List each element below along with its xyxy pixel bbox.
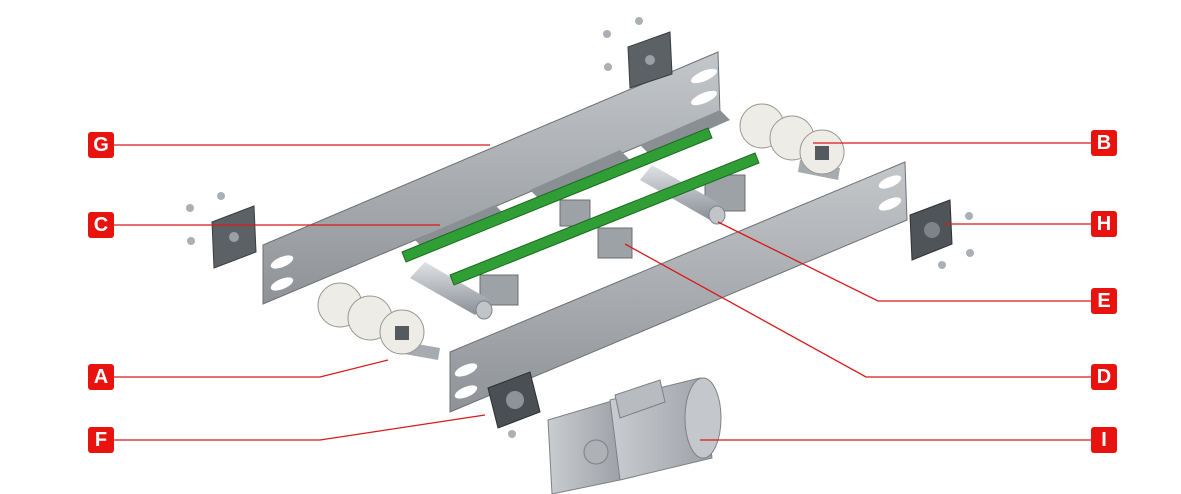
bearing-plate-top [603, 17, 673, 89]
callout-label-e: E [1091, 288, 1117, 314]
leader-line-a [114, 359, 389, 378]
callout-label-i: I [1091, 427, 1117, 453]
bearing-plate-left [186, 192, 257, 269]
leader-line-d [624, 243, 1091, 378]
side-frame-rear [262, 51, 721, 305]
callout-label-b: B [1091, 130, 1117, 156]
callout-label-g: G [88, 132, 114, 158]
sprocket-assembly-left [317, 282, 440, 360]
callout-label-h: H [1091, 211, 1117, 237]
callout-label-f: F [88, 427, 114, 453]
side-frame-front [449, 161, 908, 413]
gear-motor [547, 377, 722, 494]
callout-label-d: D [1091, 364, 1117, 390]
callout-label-c: C [88, 212, 114, 238]
leader-lines [114, 142, 1091, 441]
bearing-plate-right [909, 199, 974, 269]
sprocket-assembly-right [739, 103, 845, 180]
green-wear-strips [401, 127, 760, 286]
callout-label-a: A [88, 364, 114, 390]
leader-line-f [114, 414, 486, 441]
flange-bearing [487, 371, 541, 438]
leader-line-e [717, 221, 1091, 302]
